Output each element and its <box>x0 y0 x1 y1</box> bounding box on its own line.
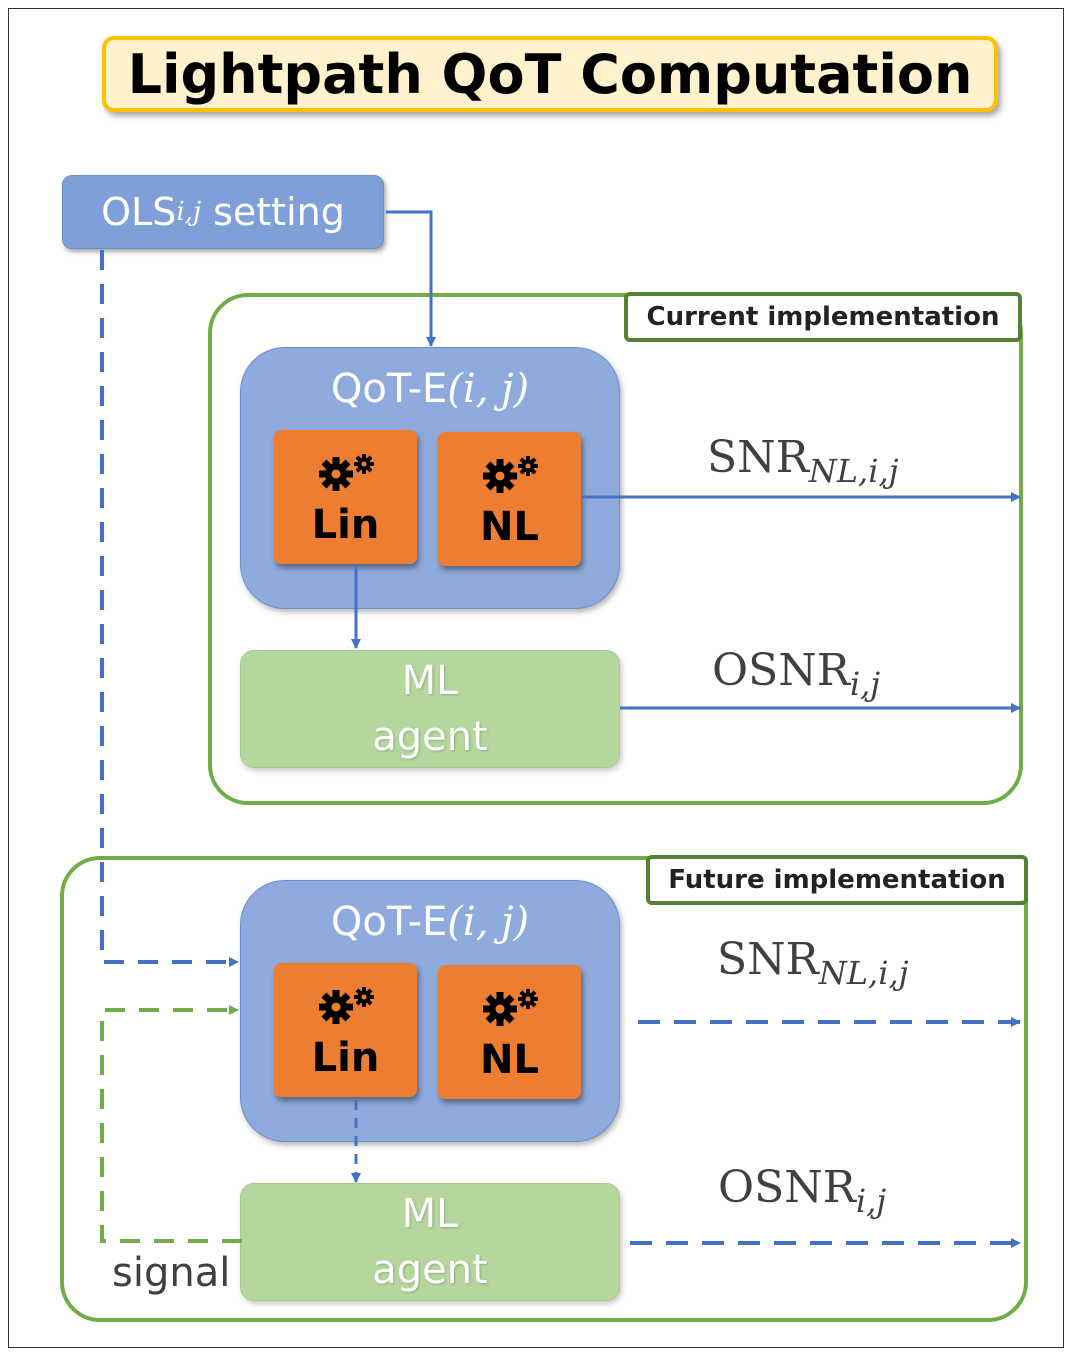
future-osnr-main: OSNR <box>718 1162 856 1213</box>
current-qote-title: QoT-E(i, j) <box>241 366 619 412</box>
future-ml-line2: agent <box>372 1247 488 1293</box>
future-ml-agent: ML agent <box>240 1183 620 1301</box>
signal-label: signal <box>112 1250 231 1296</box>
future-lin-label: Lin <box>311 1035 380 1081</box>
current-qote-args: (i, j) <box>447 366 530 412</box>
ols-prefix: OLS <box>101 190 177 234</box>
future-ml-line1: ML <box>401 1191 459 1237</box>
gears-icon <box>483 456 538 493</box>
future-lin-block: Lin <box>274 963 417 1097</box>
current-ml-line2: agent <box>372 714 488 760</box>
figure-frame <box>8 8 1064 1348</box>
current-qote-name: QoT-E <box>330 366 448 412</box>
current-snr-sub: NL,i,j <box>808 451 899 490</box>
future-qote-name: QoT-E <box>330 899 448 945</box>
title-banner: Lightpath QoT Computation <box>102 36 998 112</box>
future-qote-args: (i, j) <box>447 899 530 945</box>
future-nl-block: NL <box>438 965 581 1099</box>
current-nl-label: NL <box>480 504 539 550</box>
current-ml-agent: ML agent <box>240 650 620 768</box>
future-osnr-sub: i,j <box>855 1181 887 1220</box>
current-snr-main: SNR <box>707 432 809 483</box>
title-text: Lightpath QoT Computation <box>127 42 973 106</box>
ols-to-qote-arrow <box>386 210 436 347</box>
signal-feedback-dashed-arrow <box>100 1005 242 1243</box>
future-implementation-label: Future implementation <box>646 855 1028 905</box>
current-implementation-label: Current implementation <box>624 292 1022 342</box>
current-lin-label: Lin <box>311 502 380 548</box>
gears-icon <box>319 987 374 1024</box>
current-ml-line1: ML <box>401 658 459 704</box>
current-osnr-main: OSNR <box>712 645 850 696</box>
future-implementation-frame <box>60 856 1028 1322</box>
future-qote-title: QoT-E(i, j) <box>241 899 619 945</box>
future-nl-label: NL <box>480 1037 539 1083</box>
future-snr-main: SNR <box>717 934 819 985</box>
gears-icon <box>319 454 374 491</box>
current-snr-label: SNRNL,i,j <box>707 432 899 490</box>
future-snr-label: SNRNL,i,j <box>717 934 909 992</box>
gears-icon <box>483 989 538 1026</box>
ols-to-future-qote-dashed-arrow <box>100 250 239 967</box>
current-osnr-label: OSNRi,j <box>712 645 880 703</box>
current-implementation-frame <box>208 293 1023 805</box>
current-lin-block: Lin <box>274 430 417 564</box>
ols-suffix: setting <box>201 190 345 234</box>
current-osnr-sub: i,j <box>849 664 881 703</box>
future-osnr-label: OSNRi,j <box>718 1162 886 1220</box>
future-snr-sub: NL,i,j <box>818 953 909 992</box>
ols-subscript: i,j <box>176 197 202 227</box>
current-nl-block: NL <box>438 432 581 566</box>
